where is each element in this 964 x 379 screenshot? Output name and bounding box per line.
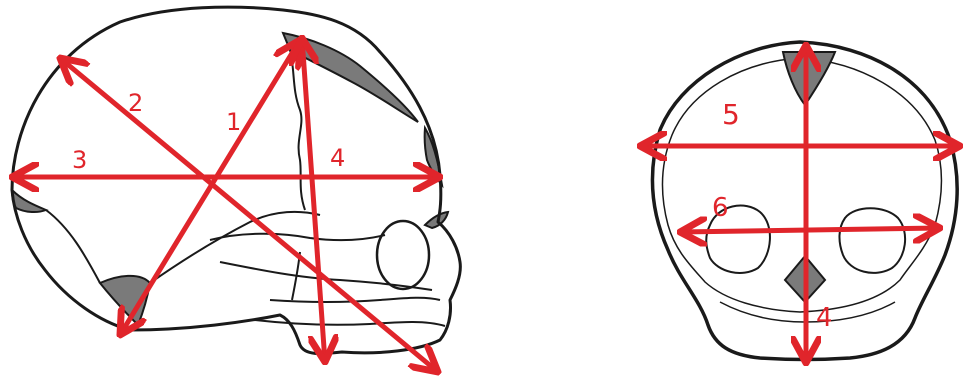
label-4-frontal: 4 xyxy=(816,303,833,333)
label-6: 6 xyxy=(712,193,729,223)
label-4-lateral: 4 xyxy=(330,144,345,172)
label-1: 1 xyxy=(226,108,241,136)
lateral-skull xyxy=(12,7,460,353)
measure-line-4 xyxy=(302,38,325,362)
measure-line-6 xyxy=(680,228,940,232)
lambdoid-suture xyxy=(46,210,100,283)
orbit xyxy=(377,221,429,289)
label-3: 3 xyxy=(72,146,87,174)
mandible-lower xyxy=(255,320,445,326)
zygomatic-arch xyxy=(210,234,385,240)
label-5: 5 xyxy=(722,98,740,131)
right-orbit xyxy=(839,208,905,273)
cranium-outline xyxy=(12,7,460,353)
label-2: 2 xyxy=(128,89,143,117)
measure-line-1 xyxy=(120,40,300,335)
posterior-fontanel xyxy=(12,190,46,212)
frontal-fontanel xyxy=(783,52,835,105)
orbit-shadow xyxy=(425,212,448,228)
